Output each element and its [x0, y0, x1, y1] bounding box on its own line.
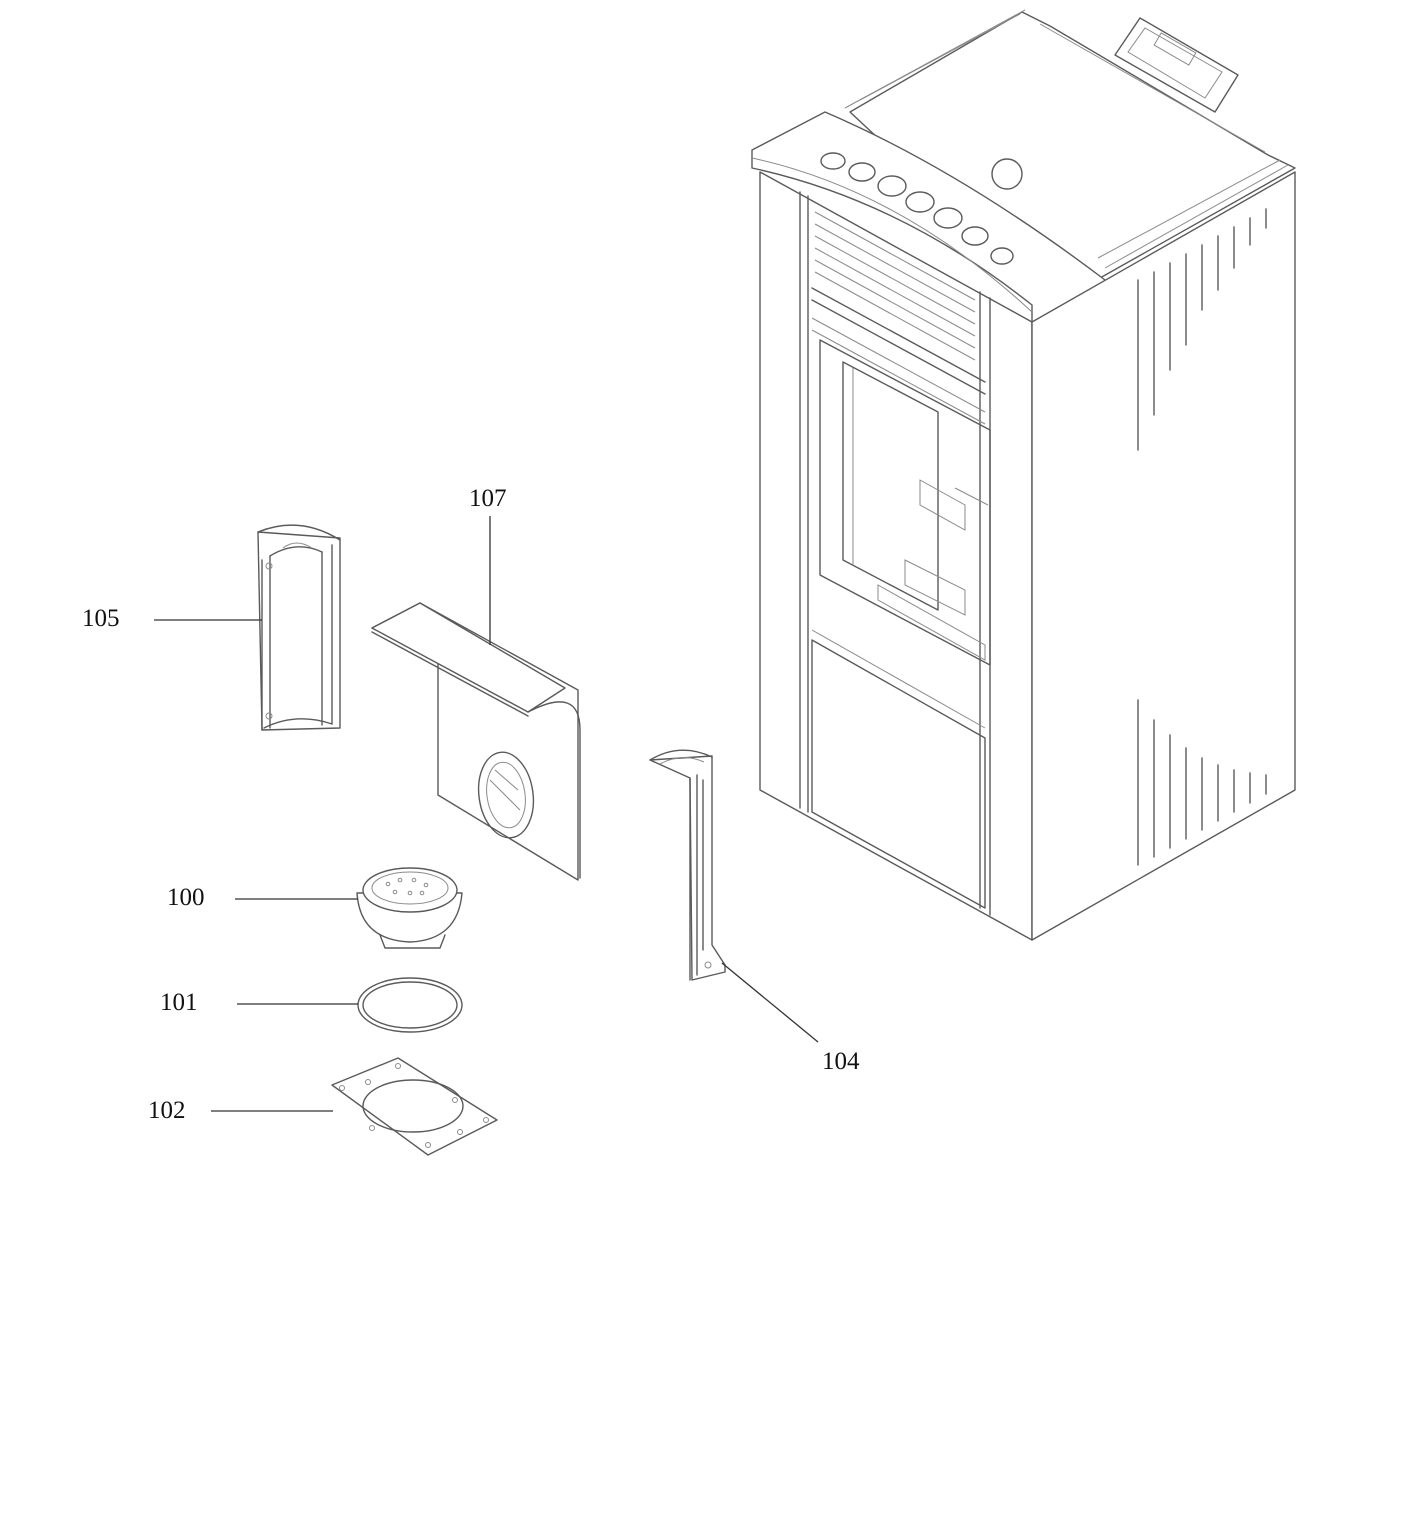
side-vents-upper	[1137, 208, 1267, 451]
part-100-burner	[356, 867, 463, 949]
front-grille	[811, 211, 986, 425]
label-105: 105	[82, 605, 120, 632]
part-104-bracket	[649, 749, 726, 981]
leader-lines	[154, 516, 819, 1112]
label-104: 104	[822, 1048, 860, 1075]
label-101: 101	[160, 989, 198, 1016]
part-107-panel	[371, 602, 581, 881]
label-102: 102	[148, 1097, 186, 1124]
label-100: 100	[167, 884, 205, 911]
part-101-gasket	[357, 977, 463, 1033]
part-102-plate	[331, 1057, 498, 1156]
stove-body	[751, 9, 1296, 941]
part-105-bracket	[257, 524, 341, 731]
knob-row	[820, 152, 1014, 265]
side-vents-lower	[1137, 699, 1267, 866]
label-107: 107	[469, 485, 507, 512]
